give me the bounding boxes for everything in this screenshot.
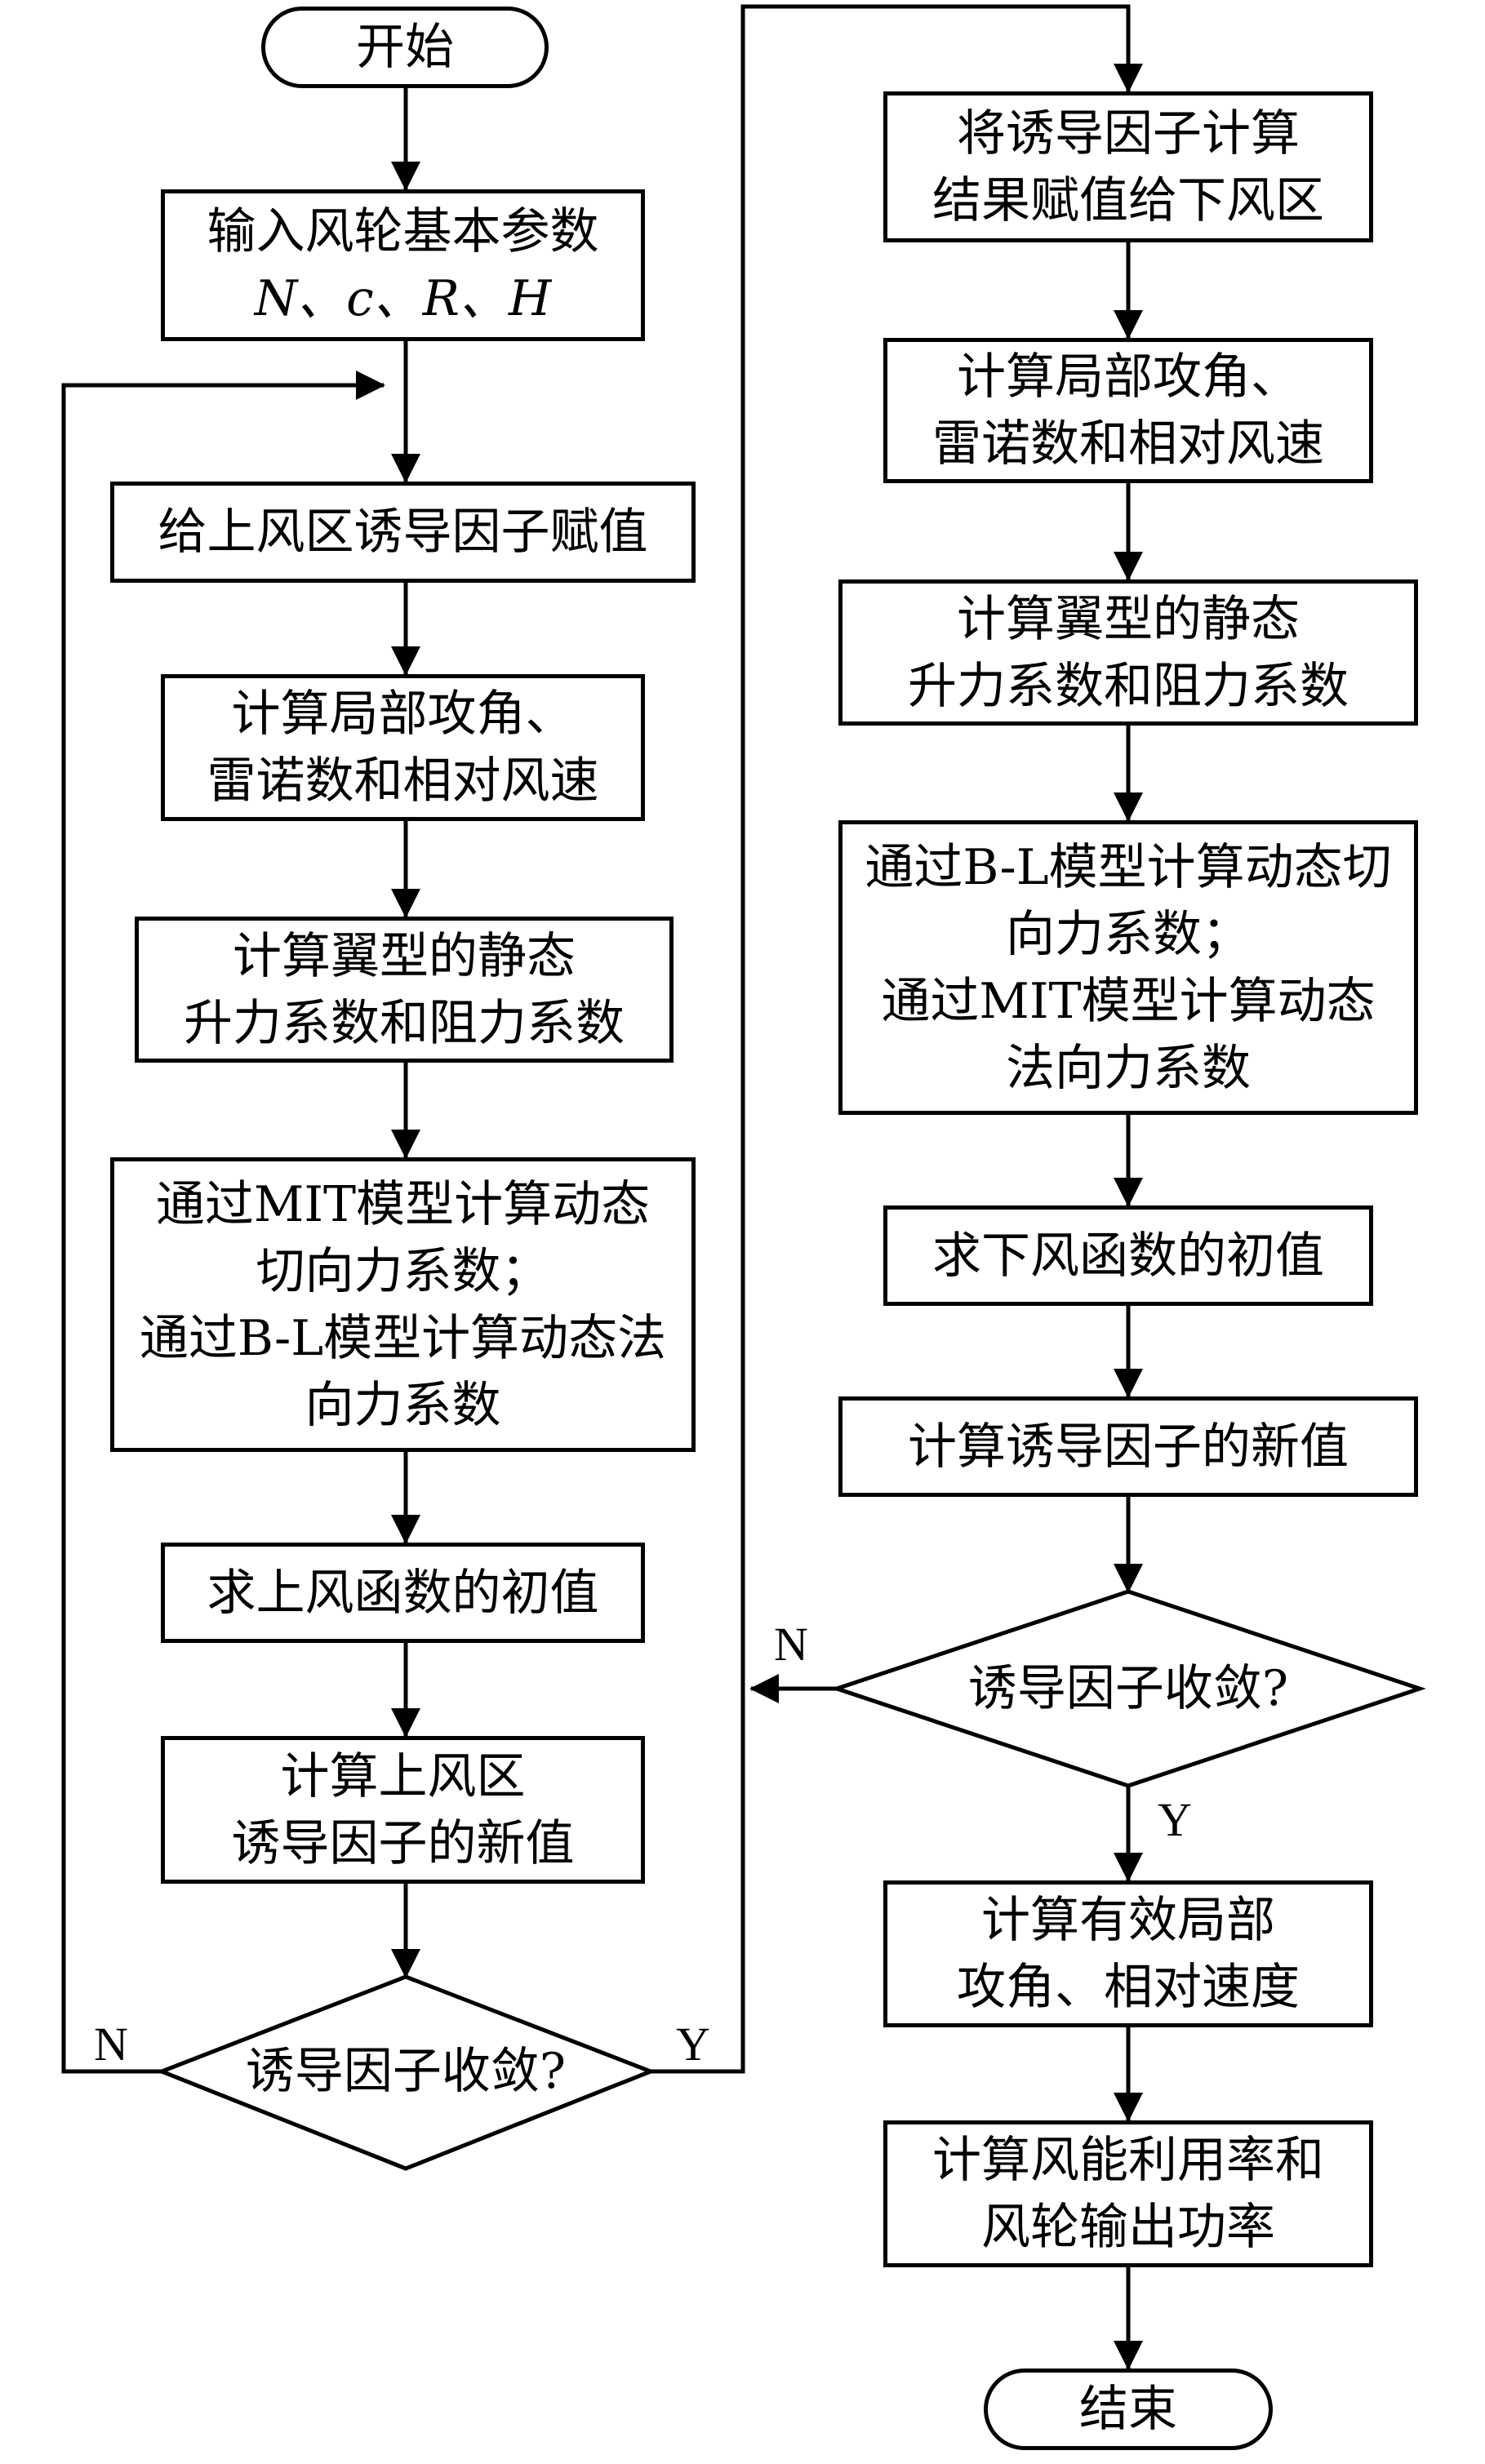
downwind-new-value-label: 计算诱导因子的新值	[908, 1418, 1349, 1476]
right-static-line2: 升力系数和阻力系数	[908, 657, 1349, 715]
effective-line1: 计算有效局部	[981, 1892, 1275, 1949]
upwind-init-label: 求上风函数的初值	[207, 1564, 599, 1622]
loop-back-no	[61, 371, 385, 2074]
effective-line2: 攻角、相对速度	[957, 1959, 1300, 2016]
left-static-line1: 计算翼型的静态	[233, 927, 576, 985]
power-output-box: 计算风能利用率和 风轮输出功率	[883, 2120, 1373, 2267]
left-no-label: N	[94, 2018, 128, 2071]
left-local-aoa-box: 计算局部攻角、 雷诺数和相对风速	[161, 674, 645, 821]
left-dynamic-line1: 通过MIT模型计算动态	[155, 1175, 651, 1233]
right-dynamic-line4: 法向力系数	[1006, 1039, 1251, 1097]
left-local-aoa-line2: 雷诺数和相对风速	[207, 753, 599, 810]
right-static-coeff-box: 计算翼型的静态 升力系数和阻力系数	[838, 579, 1418, 726]
left-static-line2: 升力系数和阻力系数	[184, 994, 625, 1052]
downwind-new-value-box: 计算诱导因子的新值	[838, 1396, 1418, 1497]
right-yes-label: Y	[1158, 1793, 1192, 1846]
start-terminal: 开始	[261, 7, 549, 88]
decision-right-shape	[830, 1589, 1426, 1788]
right-dynamic-line2: 向力系数；	[1006, 905, 1251, 963]
assign-downwind-line1: 将诱导因子计算	[957, 104, 1300, 162]
end-terminal: 结束	[984, 2369, 1273, 2450]
left-static-coeff-box: 计算翼型的静态 升力系数和阻力系数	[135, 917, 674, 1063]
downwind-init-box: 求下风函数的初值	[883, 1205, 1373, 1306]
input-parameters-box: 输入风轮基本参数 N、c、R、H	[161, 189, 645, 341]
right-dynamic-line1: 通过B-L模型计算动态切	[865, 838, 1392, 896]
right-local-aoa-box: 计算局部攻角、 雷诺数和相对风速	[883, 338, 1373, 483]
right-static-line1: 计算翼型的静态	[957, 590, 1300, 648]
left-decision-label: 诱导因子收敛?	[245, 2043, 567, 2100]
power-line2: 风轮输出功率	[981, 2199, 1275, 2256]
left-dynamic-line3: 通过B-L模型计算动态法	[139, 1309, 667, 1367]
left-dynamic-line2: 切向力系数；	[256, 1242, 550, 1300]
left-yes-label: Y	[676, 2018, 710, 2071]
end-label: 结束	[1079, 2381, 1177, 2438]
upwind-new-value-box: 计算上风区 诱导因子的新值	[161, 1736, 645, 1884]
right-dynamic-coeff-box: 通过B-L模型计算动态切 向力系数； 通过MIT模型计算动态 法向力系数	[838, 820, 1418, 1115]
decision-left-shape	[156, 1974, 656, 2171]
input-params: N、c、R、H	[254, 270, 552, 327]
power-line1: 计算风能利用率和	[932, 2132, 1324, 2189]
right-dynamic-line3: 通过MIT模型计算动态	[881, 972, 1376, 1030]
right-decision-label: 诱导因子收敛?	[967, 1660, 1289, 1717]
right-local-aoa-line1: 计算局部攻角、	[957, 349, 1300, 406]
upwind-new-value-line2: 诱导因子的新值	[231, 1814, 575, 1872]
upwind-new-value-line1: 计算上风区	[280, 1747, 526, 1805]
input-label: 输入风轮基本参数	[207, 203, 599, 260]
downwind-init-label: 求下风函数的初值	[932, 1227, 1324, 1285]
left-dynamic-coeff-box: 通过MIT模型计算动态 切向力系数； 通过B-L模型计算动态法 向力系数	[110, 1157, 696, 1452]
assign-upwind-label: 给上风区诱导因子赋值	[158, 504, 648, 561]
right-no-label: N	[774, 1618, 808, 1671]
assign-upwind-box: 给上风区诱导因子赋值	[110, 482, 696, 583]
connector-yes-to-right	[651, 4, 1143, 2074]
left-dynamic-line4: 向力系数	[305, 1376, 501, 1434]
upwind-init-box: 求上风函数的初值	[161, 1543, 645, 1643]
assign-downwind-line2: 结果赋值给下风区	[932, 171, 1324, 229]
right-local-aoa-line2: 雷诺数和相对风速	[932, 415, 1324, 473]
assign-downwind-box: 将诱导因子计算 结果赋值给下风区	[883, 91, 1373, 242]
left-local-aoa-line1: 计算局部攻角、	[231, 686, 575, 743]
start-label: 开始	[356, 19, 454, 76]
effective-aoa-box: 计算有效局部 攻角、相对速度	[883, 1880, 1373, 2027]
